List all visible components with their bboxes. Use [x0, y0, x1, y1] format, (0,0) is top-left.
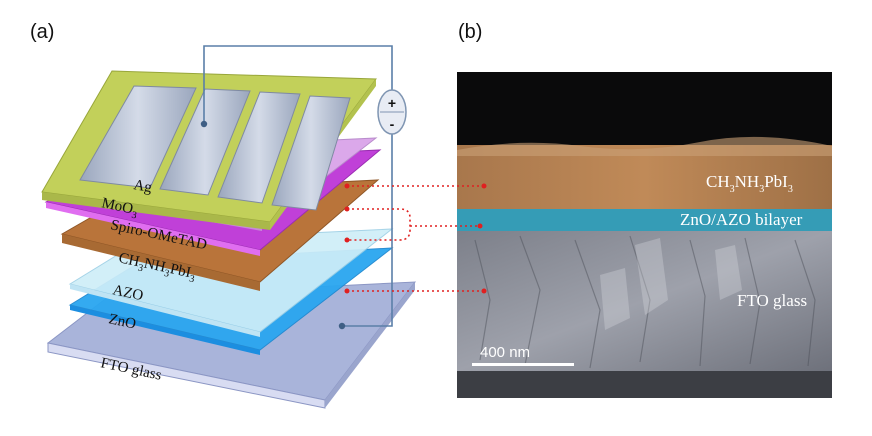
battery-minus: -	[390, 116, 395, 132]
ag-strip-4	[271, 95, 351, 211]
connector-dots	[344, 183, 487, 294]
sem-bilayer-region	[457, 209, 832, 231]
ag-electrode-strips	[79, 85, 351, 211]
sem-label-fto: FTO glass	[737, 291, 807, 310]
contact-point-fto	[338, 322, 346, 330]
ag-strip-3	[217, 91, 301, 204]
panel-label-b: (b)	[458, 21, 482, 43]
contact-point-ag	[200, 120, 208, 128]
sem-label-bilayer: ZnO/AZO bilayer	[680, 210, 803, 229]
connector-lines	[347, 185, 484, 292]
label-zno: ZnO	[107, 311, 137, 332]
battery-plus: +	[388, 95, 396, 111]
scale-bar-label: 400 nm	[480, 344, 530, 361]
label-perovskite: CH3NH3PbI3	[117, 250, 198, 285]
label-azo: AZO	[111, 282, 145, 304]
ag-strip-2	[159, 88, 251, 196]
sem-label-perovskite: CH3NH3PbI3	[706, 172, 793, 195]
ag-strip-1	[79, 85, 197, 189]
sem-image: 400 nm CH3NH3PbI3 ZnO/AZO bilayer FTO gl…	[457, 72, 832, 398]
sem-fto-region	[457, 231, 832, 371]
device-stack: Ag MoO3 Spiro-OMeTAD CH3NH3PbI3 AZO ZnO …	[41, 70, 417, 409]
scale-bar	[472, 363, 574, 366]
panel-label-a: (a)	[30, 21, 54, 43]
wire-bottom	[344, 132, 393, 327]
wire-top	[203, 45, 393, 122]
sem-substrate-band	[457, 371, 832, 398]
circuit: + -	[200, 45, 407, 330]
label-ag: Ag	[132, 177, 153, 196]
label-moo3: MoO3	[100, 195, 140, 221]
battery-icon: + -	[377, 89, 407, 135]
